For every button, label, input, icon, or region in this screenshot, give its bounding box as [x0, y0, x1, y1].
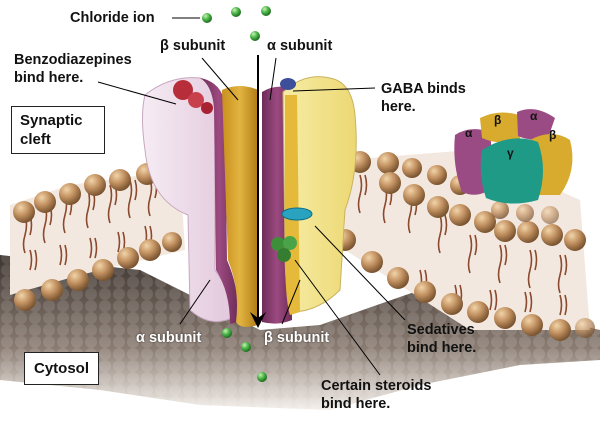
label-steroids-line1: Certain steroids: [321, 378, 432, 394]
gaba-site: [280, 78, 296, 90]
label-steroids-line2: bind here.: [321, 396, 391, 412]
label-beta-subunit-bottom: β subunit: [264, 330, 330, 346]
label-beta-subunit-top: β subunit: [160, 38, 226, 54]
inset-gamma: γ: [507, 146, 514, 160]
label-chloride-ion: Chloride ion: [70, 10, 155, 26]
lipid-heads-left: [13, 163, 182, 311]
lipid-tails-left: [22, 177, 158, 271]
label-gaba-line2: here.: [381, 99, 416, 115]
receptor-top-view: [454, 109, 573, 204]
label-synaptic-cleft-line1: Synaptic: [20, 112, 83, 129]
inset-beta-top: β: [494, 113, 502, 127]
label-sedatives-line1: Sedatives: [407, 322, 475, 338]
steroid-site: [271, 236, 297, 262]
leader-lines: [97, 17, 406, 376]
label-benzodiazepines-line1: Benzodiazepines: [14, 52, 132, 68]
label-sedatives: Sedatives bind here.: [407, 321, 476, 357]
label-synaptic-cleft: Synaptic cleft: [11, 106, 105, 154]
label-cytosol: Cytosol: [24, 352, 100, 385]
alpha-subunit-rim: [200, 78, 239, 324]
label-synaptic-cleft-line2: cleft: [20, 131, 51, 148]
label-steroids: Certain steroids bind here.: [321, 377, 431, 413]
label-alpha-subunit-top: α subunit: [267, 38, 333, 54]
inset-beta-right: β: [549, 128, 557, 142]
label-sedatives-line2: bind here.: [407, 340, 477, 356]
inset-alpha-left: α: [465, 126, 473, 140]
label-gaba-line1: GABA binds: [381, 81, 466, 97]
chloride-ions: [202, 6, 271, 382]
beta-subunit-left: [222, 86, 258, 327]
inset-alpha-right: α: [530, 109, 538, 123]
lipid-tails-right: [357, 174, 568, 316]
label-benzodiazepines: Benzodiazepines bind here.: [14, 51, 132, 87]
sedative-site: [281, 207, 313, 221]
label-benzodiazepines-line2: bind here.: [14, 70, 84, 86]
label-gaba: GABA binds here.: [381, 80, 466, 116]
benzodiazepine-site: [173, 80, 213, 114]
label-alpha-subunit-bottom: α subunit: [136, 330, 202, 346]
